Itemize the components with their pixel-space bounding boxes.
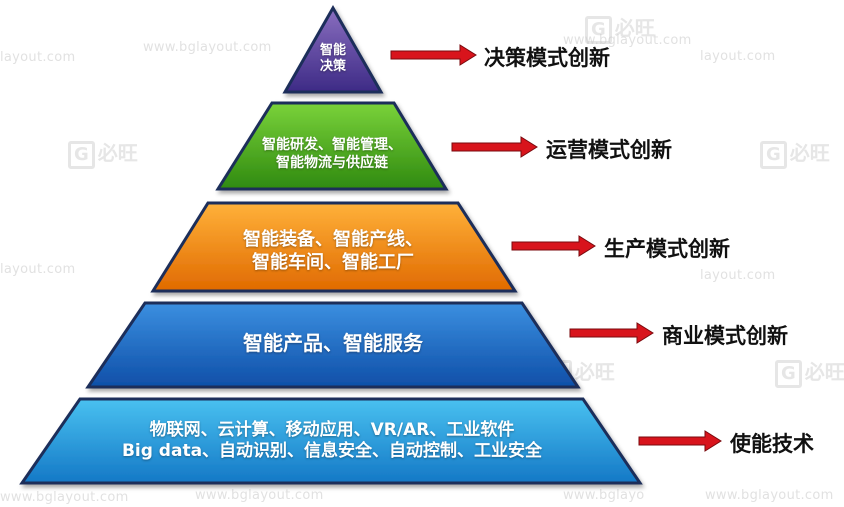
watermark-url: www.bglayout.com: [705, 488, 834, 503]
watermark-url: www.bglayout.com: [0, 490, 129, 505]
watermark-url: layout.com: [0, 262, 76, 277]
watermark-url: www.bglayout.com: [195, 488, 324, 503]
arrow-icon: [390, 44, 477, 66]
watermark-url: www.bglayo: [563, 488, 645, 503]
pyramid-layer-business: [85, 301, 581, 389]
layer-label-operation: 智能研发、智能管理、 智能物流与供应链: [262, 137, 402, 171]
arrow-icon: [451, 136, 538, 158]
layer-label-decision: 智能 决策: [319, 43, 346, 75]
mode-label-production: 生产模式创新: [604, 237, 730, 261]
pyramid-layer-enabling-tech: [19, 397, 643, 485]
mode-label-enabling-tech: 使能技术: [730, 432, 814, 456]
watermark-url: www.bglayout.com: [563, 33, 692, 48]
pyramid-layer-production: [150, 201, 518, 293]
watermark-url: www.bglayout.com: [143, 40, 272, 55]
layer-label-business: 智能产品、智能服务: [243, 331, 423, 355]
arrow-icon: [638, 430, 722, 452]
mode-label-operation: 运营模式创新: [546, 138, 672, 162]
arrow-icon: [569, 322, 654, 344]
mode-label-business: 商业模式创新: [662, 324, 788, 348]
watermark-url: layout.com: [700, 49, 776, 64]
watermark-url: layout.com: [0, 50, 76, 65]
mode-label-decision: 决策模式创新: [484, 46, 610, 70]
watermark-url: layout.com: [700, 268, 776, 283]
pyramid-layer-decision: [282, 4, 384, 94]
layer-label-enabling-tech: 物联网、云计算、移动应用、VR/AR、工业软件 Big data、自动识别、信息…: [121, 420, 543, 462]
pyramid-layer-operation: [215, 101, 449, 191]
arrow-icon: [511, 235, 596, 257]
layer-label-production: 智能装备、智能产线、 智能车间、智能工厂: [243, 229, 423, 273]
